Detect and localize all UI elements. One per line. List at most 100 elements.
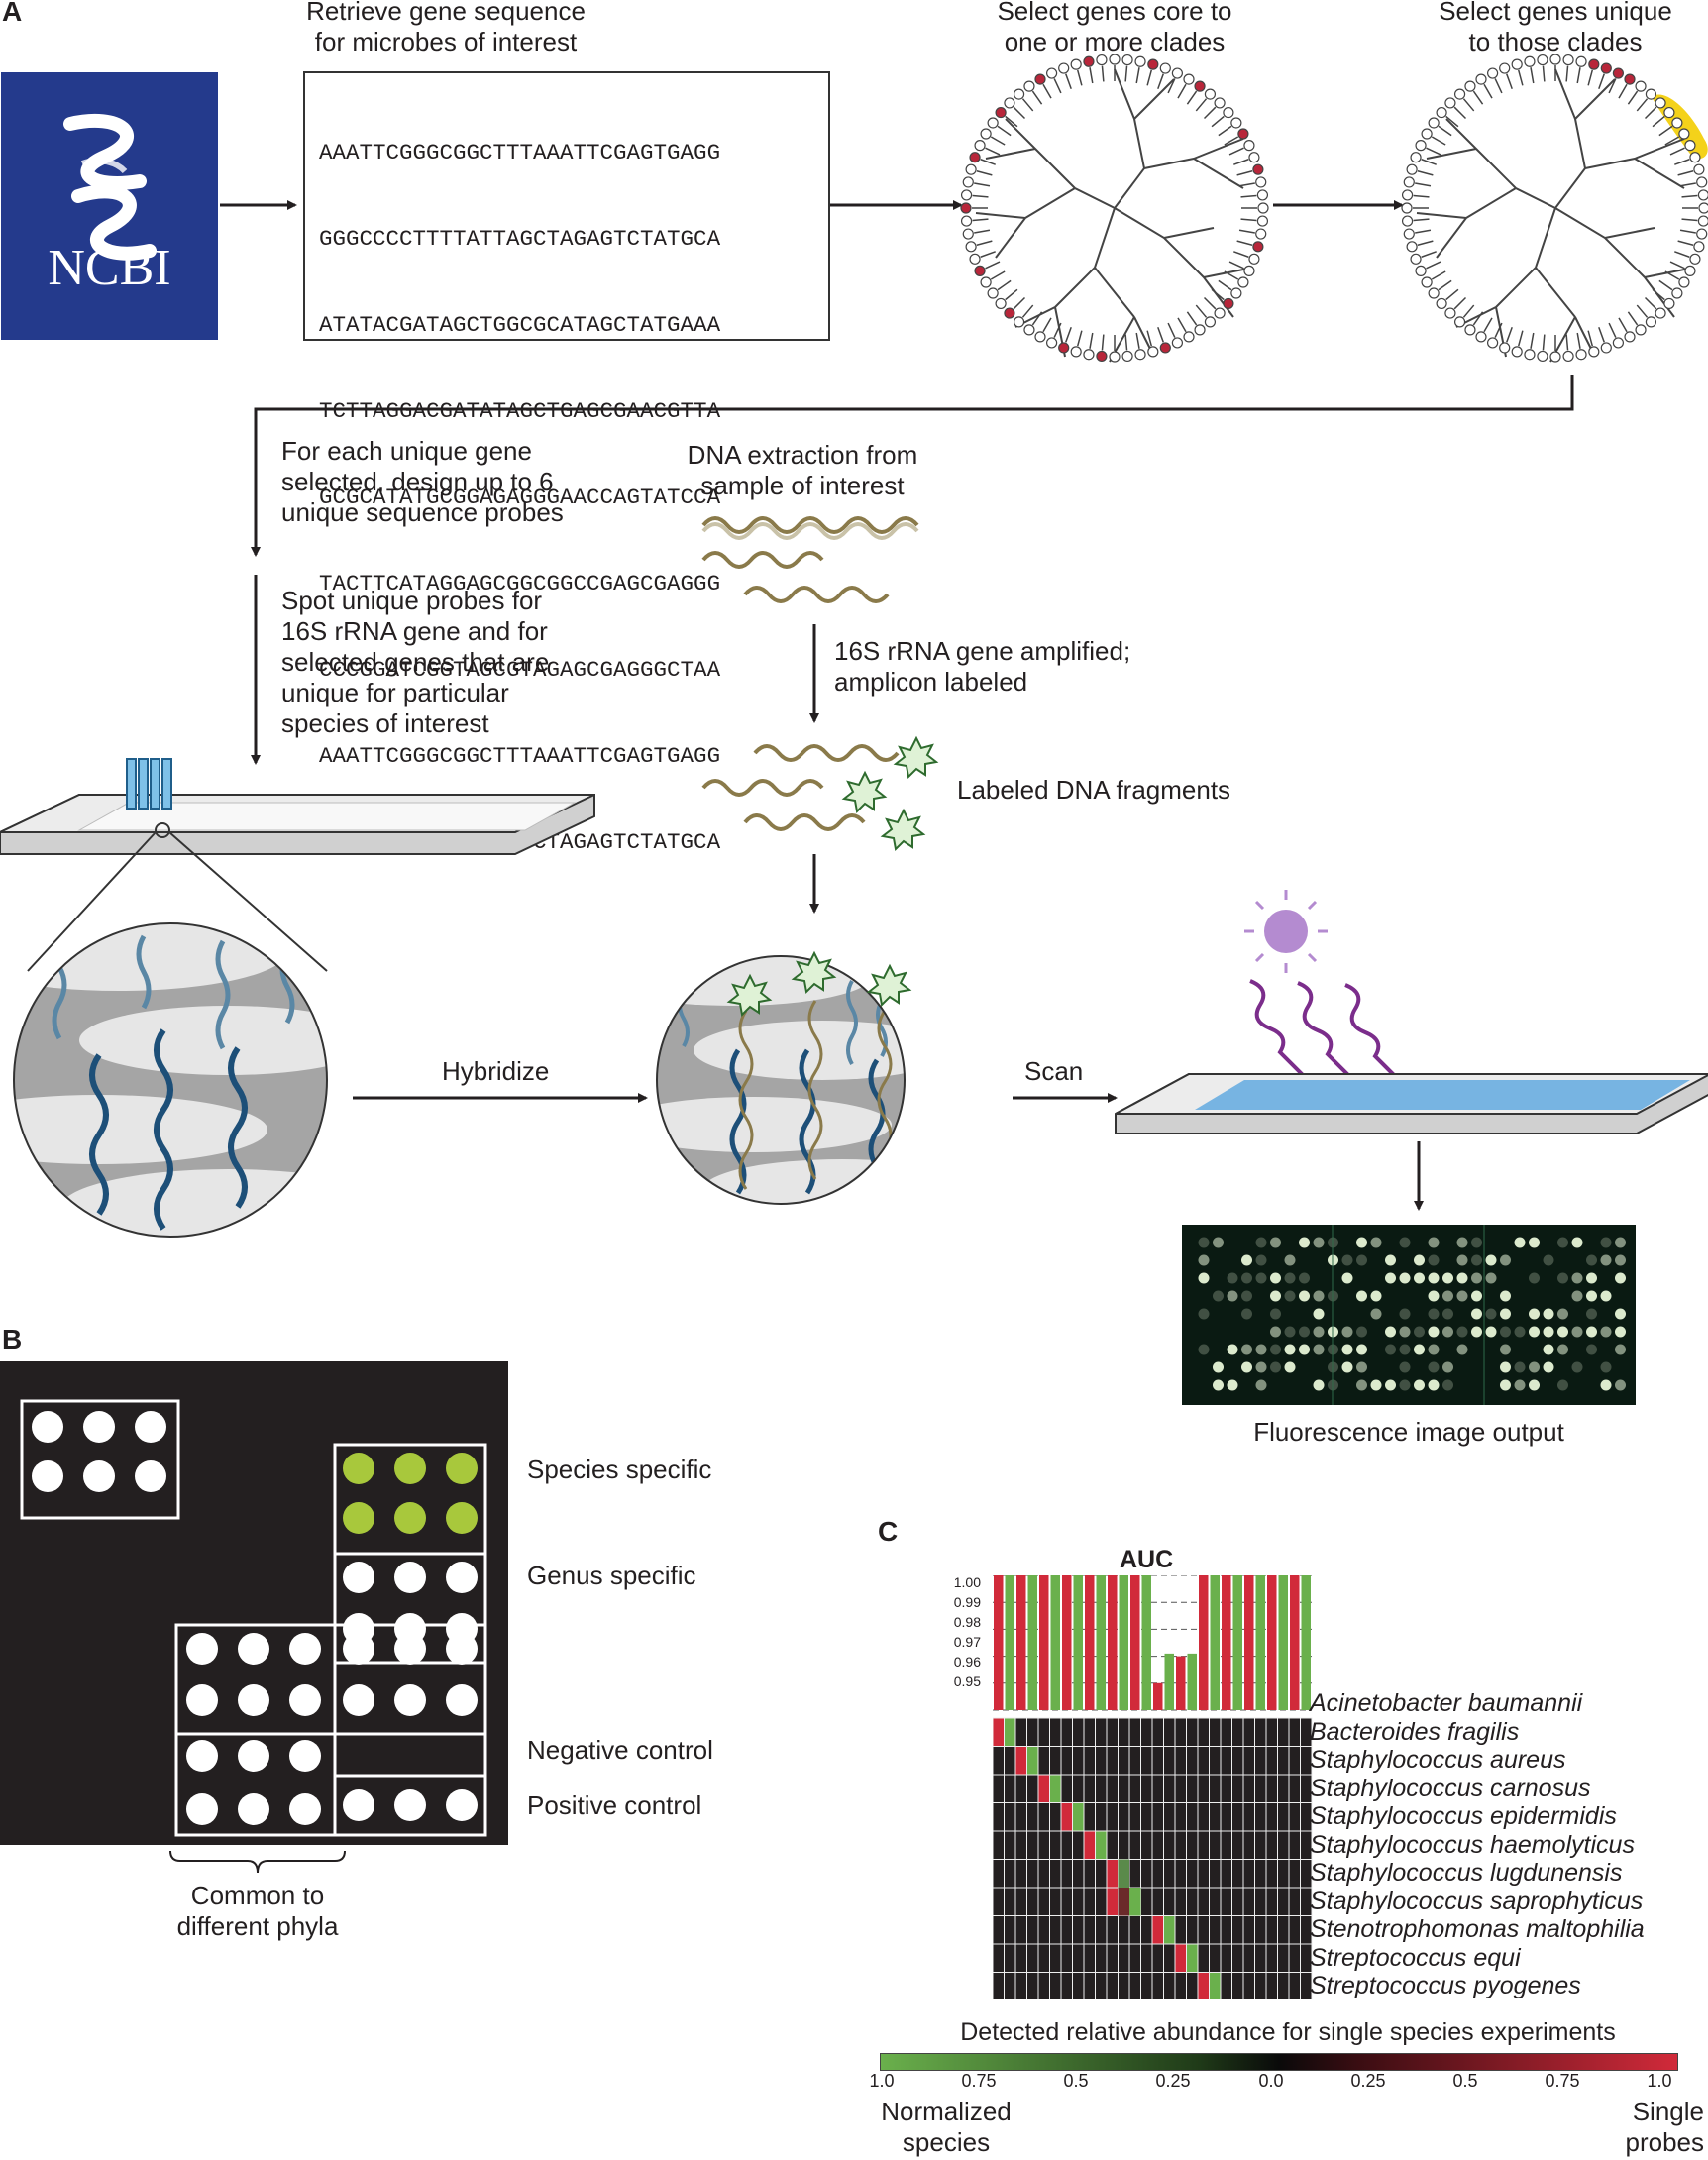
tree-branch	[1587, 330, 1593, 347]
heatmap-cell	[1277, 1915, 1290, 1945]
array-probe-dot	[446, 1789, 478, 1821]
fluorescence-spot	[1414, 1272, 1425, 1284]
tree-leaf-node	[1252, 163, 1264, 175]
tree-branch	[1542, 334, 1546, 351]
tree-branch	[1421, 159, 1437, 165]
fluorescence-spot	[1241, 1308, 1252, 1320]
tree-branch	[1157, 73, 1164, 89]
tree-leaf-node	[1421, 128, 1433, 140]
auc-bar	[1290, 1575, 1300, 1710]
tree-leaf-node	[1663, 106, 1675, 119]
array-probe-dot	[394, 1684, 426, 1716]
heatmap-cell	[1220, 1915, 1232, 1945]
fluorescence-spot	[1299, 1290, 1310, 1302]
fluorescence-spot	[1270, 1308, 1281, 1320]
heatmap-cell	[1106, 1830, 1119, 1860]
fluorescence-spot	[1227, 1379, 1238, 1391]
tree-branch	[1089, 67, 1094, 84]
heatmap-cell	[1095, 1774, 1108, 1803]
heatmap-cell	[1209, 1915, 1222, 1945]
fluorescence-spot	[1241, 1344, 1252, 1355]
auc-bar	[1244, 1575, 1254, 1710]
fluorescence-spot	[1500, 1326, 1511, 1338]
tree-leaf-node	[987, 287, 999, 299]
tree-leaf-node	[1159, 342, 1171, 354]
tree-leaf-node	[1134, 55, 1146, 67]
colorbar-tick: 0.5	[1452, 2071, 1478, 2091]
single-line-2: probes	[1625, 2127, 1705, 2157]
labeled-fragments-label: Labeled DNA fragments	[957, 775, 1231, 805]
heatmap-cell	[1254, 1887, 1267, 1916]
array-probe-dot	[343, 1789, 374, 1821]
auc-bar	[1085, 1575, 1095, 1710]
extraction-line-1: DNA extraction from	[687, 440, 918, 470]
fluorescence-spot	[1227, 1272, 1238, 1284]
heatmap-cell	[1174, 1915, 1187, 1945]
heatmap-cell	[1186, 1717, 1199, 1747]
tree-leaf-node	[1697, 215, 1708, 227]
hybrid-stars	[726, 950, 912, 1018]
tree-branch	[1644, 296, 1657, 310]
heatmap-cell	[1140, 1887, 1153, 1916]
fluorescence-spot	[1198, 1272, 1210, 1284]
heatmap-cell	[1209, 1802, 1222, 1832]
heatmap-cell	[1242, 1943, 1255, 1973]
fluorescence-spot	[1571, 1361, 1583, 1373]
array-layout-panel	[0, 1361, 508, 1845]
species-label: Acinetobacter baumannii	[1310, 1689, 1583, 1717]
auc-tick: 0.95	[953, 1674, 981, 1689]
heatmap-cell-red	[1060, 1802, 1073, 1832]
fluorescence-spot	[1571, 1290, 1583, 1302]
heatmap-cell	[1037, 1887, 1050, 1916]
tree-branch	[1031, 311, 1043, 326]
auc-tick: 0.96	[953, 1654, 981, 1670]
tree-branch	[1005, 115, 1018, 128]
fluorescence-spot	[1456, 1237, 1468, 1248]
tree-leaf-node	[1070, 346, 1082, 358]
heatmap-cell	[1083, 1972, 1096, 1999]
tree-branch	[1438, 125, 1452, 137]
heatmap-cell	[1277, 1802, 1290, 1832]
tree-leaf-node	[1671, 287, 1683, 299]
heatmap-cell	[1072, 1972, 1085, 1999]
heatmap-cell	[993, 1802, 1005, 1832]
heatmap-cell	[1026, 1774, 1039, 1803]
heatmap-cell	[1004, 1915, 1016, 1945]
fluorescence-spot	[1557, 1308, 1568, 1320]
tree-leaf-node	[1406, 241, 1418, 253]
fluorescence-spot	[1255, 1237, 1267, 1248]
heatmap-cell	[1209, 1746, 1222, 1776]
sequence-line: TACTTCATAGGAGCGGCGGCCGAGCGAGGG	[319, 571, 721, 596]
heatmap-cell	[1014, 1972, 1027, 1999]
heatmap-cell	[1060, 1915, 1073, 1945]
heatmap-cell	[1037, 1972, 1050, 1999]
array-probe-dot	[343, 1633, 374, 1665]
heatmap-cell	[1242, 1830, 1255, 1860]
heatmap-cell	[1231, 1859, 1244, 1889]
auc-title: AUC	[1120, 1546, 1174, 1573]
fluorescence-spot	[1471, 1254, 1482, 1266]
heatmap-cell	[1197, 1887, 1210, 1916]
species-label: Staphylococcus epidermidis	[1310, 1802, 1617, 1830]
tree-branch	[1664, 270, 1680, 280]
tree-branch	[1077, 330, 1083, 347]
tree-branch	[1658, 279, 1673, 291]
fluorescence-spot	[1284, 1290, 1296, 1302]
auc-bar	[1164, 1653, 1174, 1710]
heatmap-cell	[1174, 1887, 1187, 1916]
auc-bar	[1130, 1575, 1140, 1710]
tree-branch	[1506, 327, 1513, 343]
normalized-line-1: Normalized	[881, 2097, 1012, 2126]
fluorescence-spot	[1586, 1254, 1597, 1266]
tree-branch	[1542, 65, 1546, 82]
heatmap-cell	[1151, 1774, 1164, 1803]
tree-branch	[1135, 332, 1140, 349]
common-line-1: Common to	[190, 1881, 325, 1910]
tree-leaf-node	[1004, 307, 1015, 319]
fluorescence-spot	[1313, 1326, 1325, 1338]
tree-leaf-node	[1635, 80, 1647, 92]
array-probe-dot	[394, 1502, 426, 1534]
heatmap-cell	[1083, 1943, 1096, 1973]
tree-branch	[1445, 288, 1459, 301]
fluorescence-spot	[1399, 1361, 1411, 1373]
